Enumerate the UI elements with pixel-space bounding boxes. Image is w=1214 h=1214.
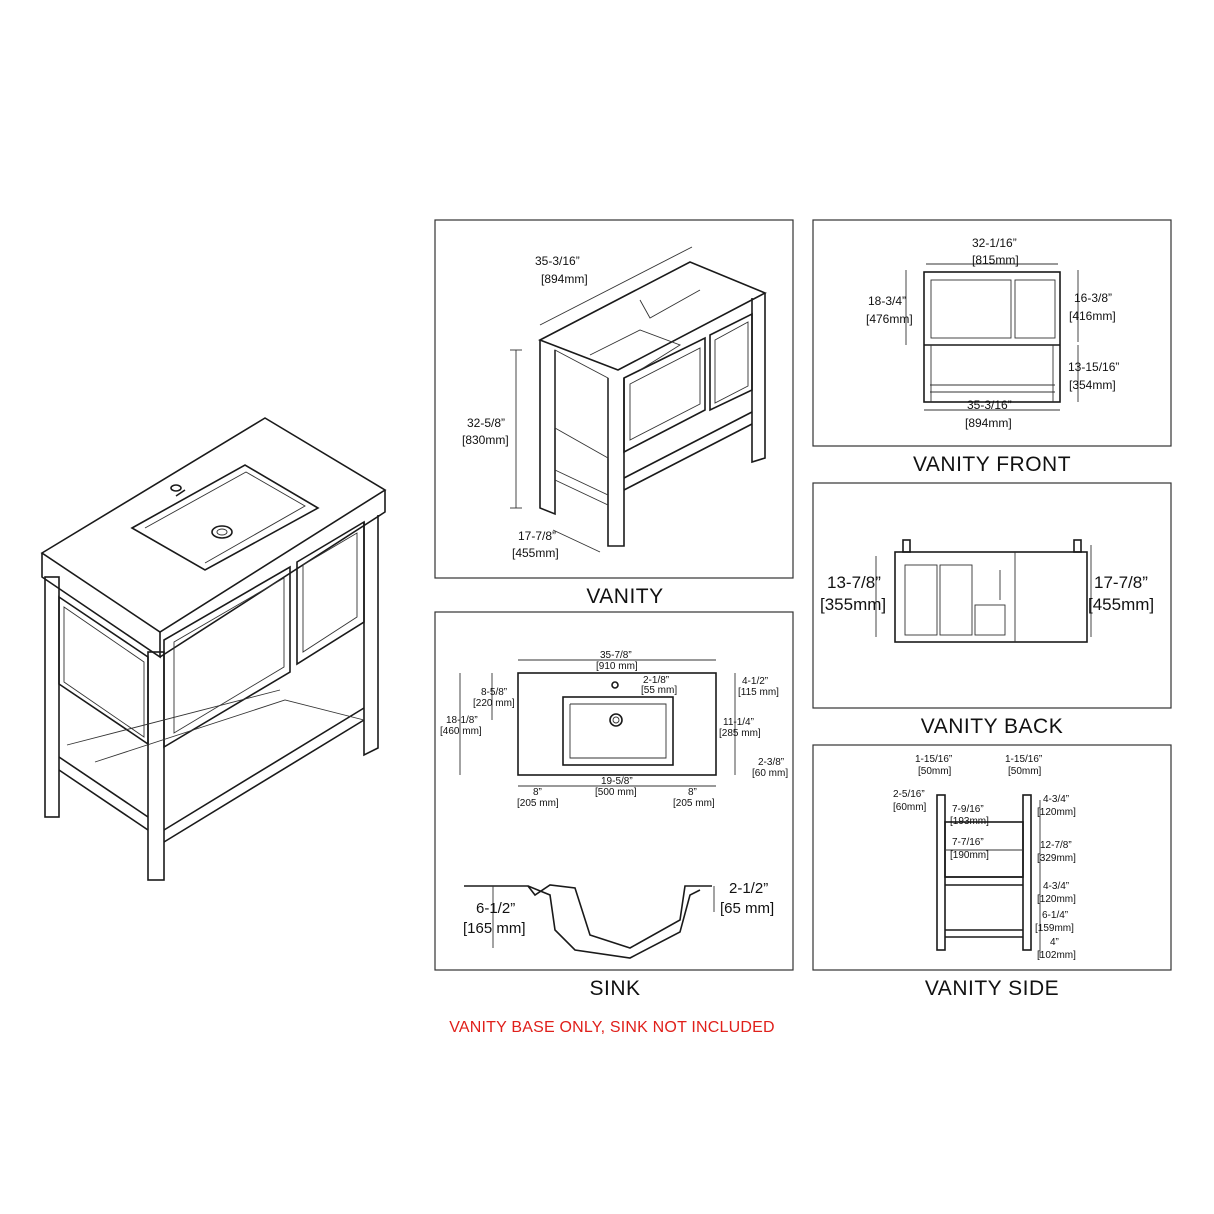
side-r2-mm: [329mm] [1037,853,1076,864]
sink-r1-mm: [115 mm] [738,687,779,698]
panel-frame [812,219,1172,447]
vanity-height-mm: [830mm] [462,433,509,447]
vanity-width-in: 35-3/16” [535,254,580,268]
front-top-mm: [815mm] [972,253,1019,267]
side-i2-in: 7-7/16” [952,837,984,848]
side-r1-mm: [120mm] [1037,807,1076,818]
back-right-mm: [455mm] [1088,595,1154,614]
side-i1-in: 7-9/16” [952,804,984,815]
panel-caption: VANITY FRONT [913,453,1071,476]
side-r4-in: 6-1/4” [1042,910,1068,921]
back-left-mm: [355mm] [820,595,886,614]
panel-frame [812,744,1172,971]
panel-vanity-back: 13-7/8” [355mm] 17-7/8” [455mm] VANITY B… [812,482,1172,738]
sink-top-in: 35-7/8” [600,650,632,661]
side-i2-mm: [190mm] [950,850,989,861]
side-tl-in: 1-15/16” [915,754,952,765]
front-right1-in: 16-3/8” [1074,291,1112,305]
sink-r3-mm: [60 mm] [752,768,788,779]
vanity-depth-mm: [455mm] [512,546,559,560]
sink-top-mm: [910 mm] [596,661,638,672]
front-right2-in: 13-15/16” [1068,360,1119,374]
side-r3-in: 4-3/4” [1043,881,1069,892]
vanity-isometric-illustration [40,417,387,881]
panel-caption: VANITY SIDE [925,977,1059,1000]
front-right2-mm: [354mm] [1069,378,1116,392]
front-top-in: 32-1/16” [972,236,1017,250]
side-l1-mm: [60mm] [893,802,927,813]
sink-l1-in: 8-5/8” [481,687,507,698]
panel-frame [434,219,794,579]
sink-r2-mm: [285 mm] [719,728,761,739]
side-tl-mm: [50mm] [918,766,952,777]
sink-b1-mm: [205 mm] [517,798,559,809]
front-bottom-mm: [894mm] [965,416,1012,430]
sink-tap-mm: [55 mm] [641,685,677,696]
sink-rim-in: 2-1/2” [729,880,768,897]
side-r5-in: 4” [1050,937,1059,948]
sink-r2-in: 11-1/4” [723,717,754,728]
panel-vanity-side: 1-15/16” [50mm] 1-15/16” [50mm] 2-5/16” … [812,744,1172,1000]
front-left-mm: [476mm] [866,312,913,326]
panel-vanity: 35-3/16” [894mm] 32-5/8” [830mm] 17-7/8”… [434,219,794,608]
sink-r1-in: 4-1/2” [742,676,768,687]
side-r5-mm: [102mm] [1037,950,1076,961]
side-r4-mm: [159mm] [1035,923,1074,934]
front-left-in: 18-3/4” [868,294,906,308]
sink-b2-mm: [500 mm] [595,787,637,798]
sink-tap-in: 2-1/8” [643,675,669,686]
sink-l1-mm: [220 mm] [473,698,515,709]
front-right1-mm: [416mm] [1069,309,1116,323]
panel-caption: VANITY [586,585,663,608]
panel-caption: VANITY BACK [921,715,1063,738]
not-included-note: VANITY BASE ONLY, SINK NOT INCLUDED [449,1019,775,1036]
side-r1-in: 4-3/4” [1043,794,1069,805]
sink-l2-mm: [460 mm] [440,726,482,737]
sink-r3-in: 2-3/8” [758,757,784,768]
sink-b3-in: 8” [688,787,697,798]
sink-b1-in: 8” [533,787,542,798]
front-bottom-in: 35-3/16” [967,398,1012,412]
sink-depth-in: 6-1/2” [476,900,515,917]
panel-sink: 35-7/8” [910 mm] 2-1/8” [55 mm] 4-1/2” [… [434,611,794,1000]
back-right-in: 17-7/8” [1094,573,1148,592]
side-tr-mm: [50mm] [1008,766,1042,777]
vanity-height-in: 32-5/8” [467,416,505,430]
sink-b2-in: 19-5/8” [601,776,633,787]
vanity-depth-in: 17-7/8” [518,529,556,543]
side-l1-in: 2-5/16” [893,789,925,800]
back-left-in: 13-7/8” [827,573,881,592]
sink-b3-mm: [205 mm] [673,798,715,809]
side-tr-in: 1-15/16” [1005,754,1042,765]
sink-depth-mm: [165 mm] [463,920,526,937]
vanity-width-mm: [894mm] [541,272,588,286]
panel-caption: SINK [589,977,640,1000]
side-r2-in: 12-7/8” [1040,840,1072,851]
sink-l2-in: 18-1/8” [446,715,478,726]
side-i1-mm: [193mm] [950,816,989,827]
panel-frame [434,611,794,971]
side-r3-mm: [120mm] [1037,894,1076,905]
sink-rim-mm: [65 mm] [720,900,774,917]
panel-frame [812,482,1172,709]
panel-vanity-front: 32-1/16” [815mm] 18-3/4” [476mm] 16-3/8”… [812,219,1172,476]
